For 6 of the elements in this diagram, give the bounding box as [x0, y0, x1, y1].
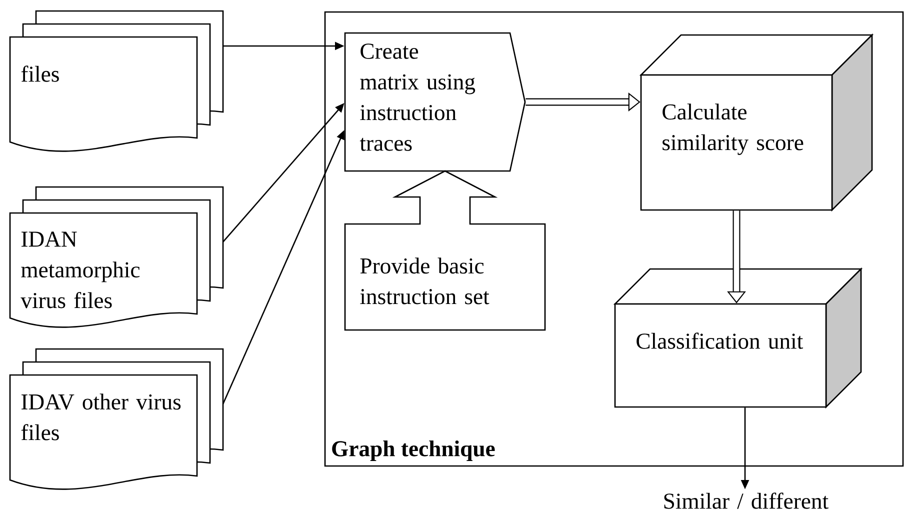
- document-stack: files: [9, 10, 224, 152]
- process-pentagon: Create matrix using instruction traces: [344, 32, 526, 172]
- document-stack: IDAN metamorphic virus files: [9, 186, 224, 328]
- document-stack: IDAV other virus files: [9, 348, 224, 490]
- block-arrow-box: Provide basic instruction set: [344, 170, 546, 331]
- output-text: Similar / different: [664, 492, 828, 509]
